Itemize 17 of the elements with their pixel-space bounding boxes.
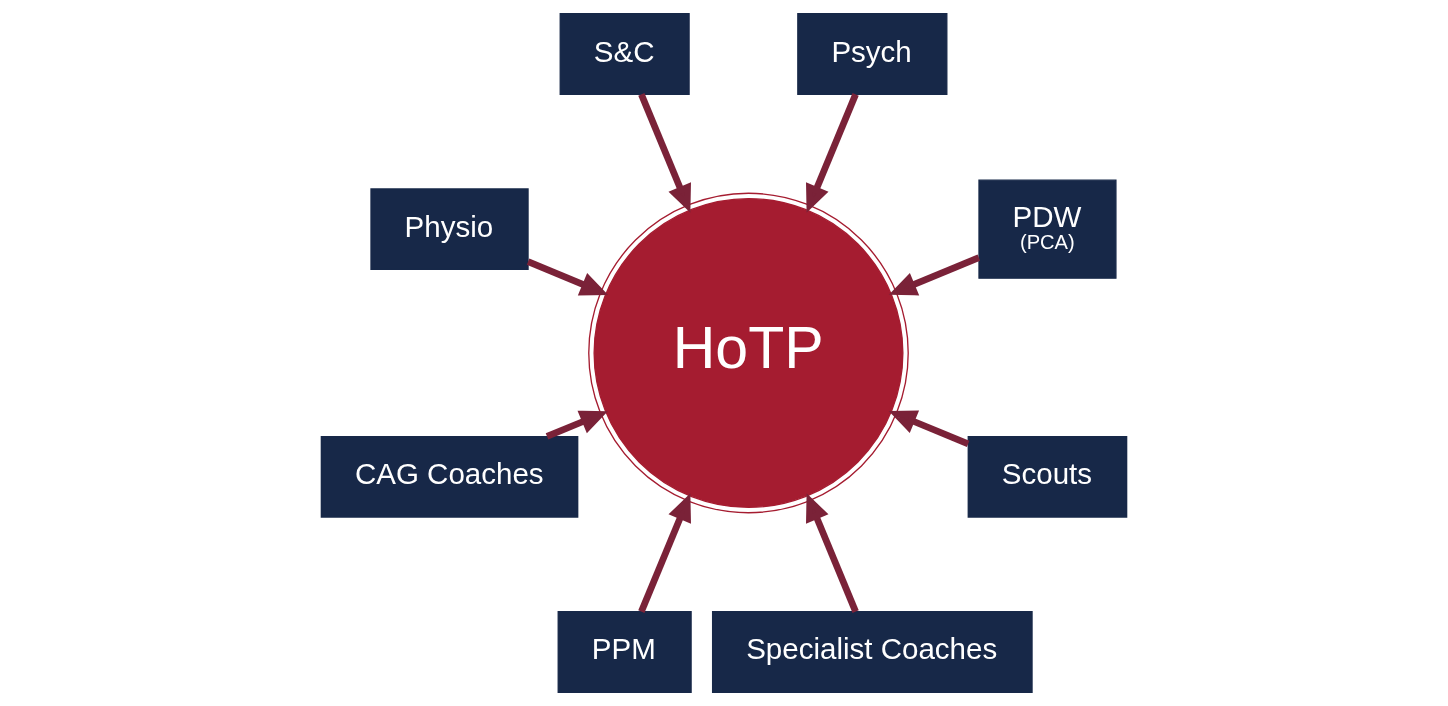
arrow [806,93,859,213]
arrow [806,493,859,613]
node-box: Psych [797,13,948,95]
node-circle: HoTP [588,192,909,514]
node-box: Scouts [967,435,1128,518]
node-box: PDW (PCA) [978,179,1117,279]
arrow [545,410,608,440]
node-box: S&C [559,13,690,95]
node-box: CAG Coaches [320,435,579,518]
arrow [638,93,691,213]
node-box: PPM [557,611,692,693]
node-box: Physio [370,188,529,271]
arrow [888,254,981,296]
arrow [526,258,609,296]
arrow [638,493,691,613]
arrow [888,410,970,448]
node-box: Specialist Coaches [711,611,1033,693]
